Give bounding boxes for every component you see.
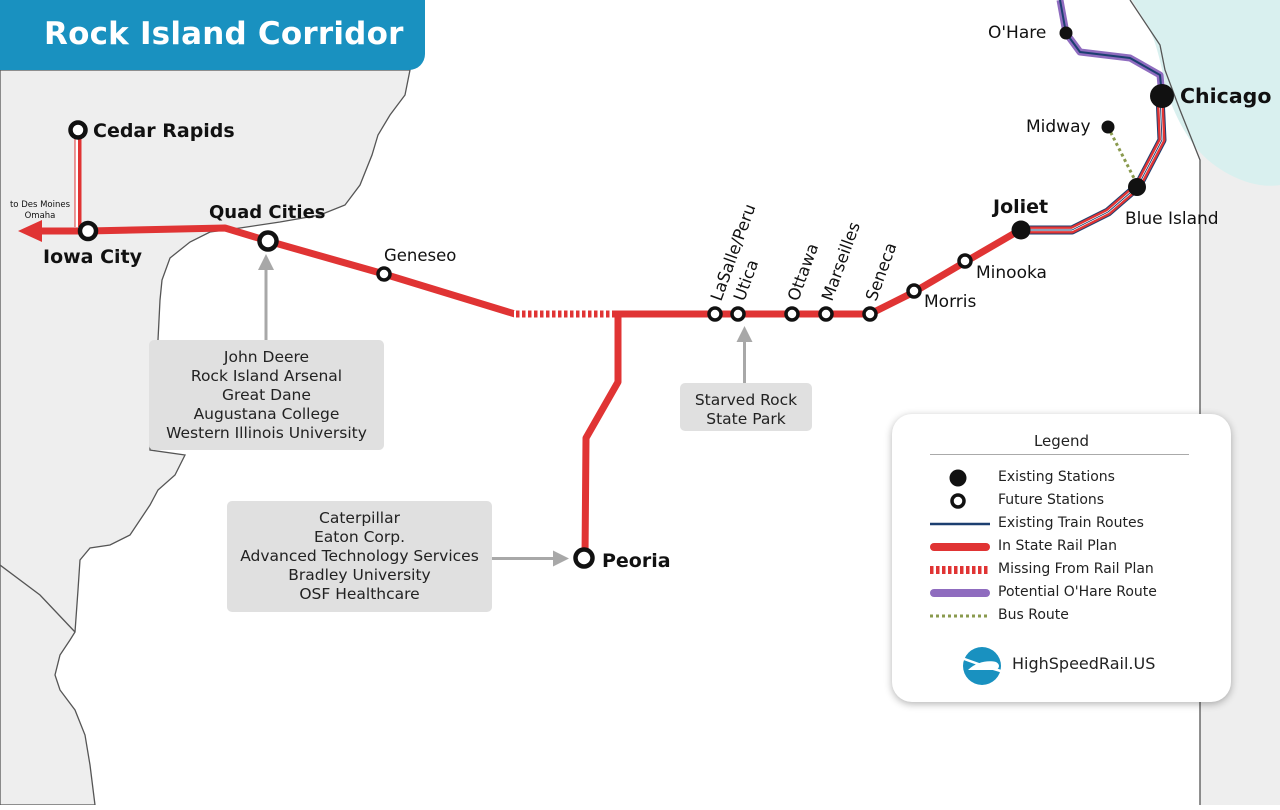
callout-line: Bradley University <box>288 566 431 584</box>
station-geneseo[interactable] <box>376 266 392 282</box>
callout-line: State Park <box>706 410 786 428</box>
legend-item-existing-stations: Existing Stations <box>892 468 1231 488</box>
station-midway[interactable] <box>1101 120 1115 134</box>
callout-quad-cities: John Deere Rock Island Arsenal Great Dan… <box>149 340 384 450</box>
label-quad-cities: Quad Cities <box>209 202 326 223</box>
brand-name: HighSpeedRail.US <box>1012 654 1156 673</box>
page-title: Rock Island Corridor <box>44 16 404 52</box>
ohare-route-line <box>930 589 990 597</box>
west-arrow-line1: to Des Moines <box>10 200 71 210</box>
station-utica[interactable] <box>730 306 746 322</box>
callout-arrows <box>258 254 753 567</box>
brand-logo[interactable]: HighSpeedRail.US <box>954 646 1214 686</box>
callout-line: John Deere <box>223 348 310 366</box>
label-ottawa: Ottawa <box>784 241 822 304</box>
high-speed-train-logo-icon <box>955 647 1005 685</box>
label-chicago: Chicago <box>1180 84 1271 108</box>
existing-stations <box>1011 26 1174 240</box>
label-midway: Midway <box>1026 117 1091 137</box>
future-stations <box>68 120 973 569</box>
legend-item-missing-rail-plan: Missing From Rail Plan <box>892 560 1231 580</box>
station-quad-cities[interactable] <box>257 230 279 252</box>
title-banner: Rock Island Corridor <box>0 0 425 70</box>
label-peoria: Peoria <box>602 550 671 572</box>
legend-item-existing-routes: Existing Train Routes <box>892 514 1231 534</box>
future-station-icon <box>950 493 966 509</box>
label-cedar-rapids: Cedar Rapids <box>93 120 235 142</box>
legend-item-ohare-route: Potential O'Hare Route <box>892 583 1231 603</box>
legend-item-future-stations: Future Stations <box>892 491 1231 511</box>
station-minooka[interactable] <box>957 253 973 269</box>
bus-route-line <box>930 614 990 618</box>
callout-line: Caterpillar <box>319 509 400 527</box>
callout-line: Western Illinois University <box>166 424 367 442</box>
station-morris[interactable] <box>906 283 922 299</box>
legend-item-bus-route: Bus Route <box>892 606 1231 626</box>
label-seneca: Seneca <box>862 240 901 303</box>
legend-item-rail-plan: In State Rail Plan <box>892 537 1231 557</box>
rail-plan-line <box>930 543 990 551</box>
station-iowa-city[interactable] <box>77 220 99 242</box>
station-lasalle-peru[interactable] <box>707 306 723 322</box>
label-marseilles: Marseilles <box>818 219 864 303</box>
existing-station-icon <box>949 469 967 487</box>
station-peoria[interactable] <box>573 547 595 569</box>
missing-rail-plan-routes <box>74 130 615 318</box>
west-arrow-line2: Omaha <box>25 211 56 221</box>
label-minooka: Minooka <box>976 263 1047 283</box>
existing-route-line <box>930 522 990 526</box>
label-ohare: O'Hare <box>988 23 1046 43</box>
callout-line: Eaton Corp. <box>313 528 406 546</box>
station-joliet[interactable] <box>1011 220 1031 240</box>
missing-rail-plan-line <box>930 566 990 574</box>
station-ohare[interactable] <box>1059 26 1073 40</box>
station-marseilles[interactable] <box>818 306 834 322</box>
callout-line: Augustana College <box>193 405 340 423</box>
label-iowa-city: Iowa City <box>43 246 143 268</box>
callout-line: Advanced Technology Services <box>240 547 479 565</box>
station-chicago[interactable] <box>1150 84 1174 108</box>
station-seneca[interactable] <box>862 306 878 322</box>
callout-line: Great Dane <box>222 386 311 404</box>
callout-starved-rock: Starved Rock State Park <box>680 383 812 431</box>
callout-peoria: Caterpillar Eaton Corp. Advanced Technol… <box>227 501 492 612</box>
label-geneseo: Geneseo <box>384 246 456 265</box>
station-ottawa[interactable] <box>784 306 800 322</box>
legend-title: Legend <box>1033 432 1090 450</box>
callout-line: Rock Island Arsenal <box>190 367 343 385</box>
bus-route <box>1106 126 1140 187</box>
legend-panel: Legend Existing Stations Future Stations… <box>892 414 1231 702</box>
legend-divider <box>930 454 1189 455</box>
label-joliet: Joliet <box>991 196 1048 218</box>
label-blue-island: Blue Island <box>1125 209 1219 229</box>
station-cedar-rapids[interactable] <box>68 120 88 140</box>
label-morris: Morris <box>924 292 976 312</box>
callout-line: Starved Rock <box>694 391 798 409</box>
station-blue-island[interactable] <box>1128 178 1146 196</box>
callout-line: OSF Healthcare <box>299 585 420 603</box>
